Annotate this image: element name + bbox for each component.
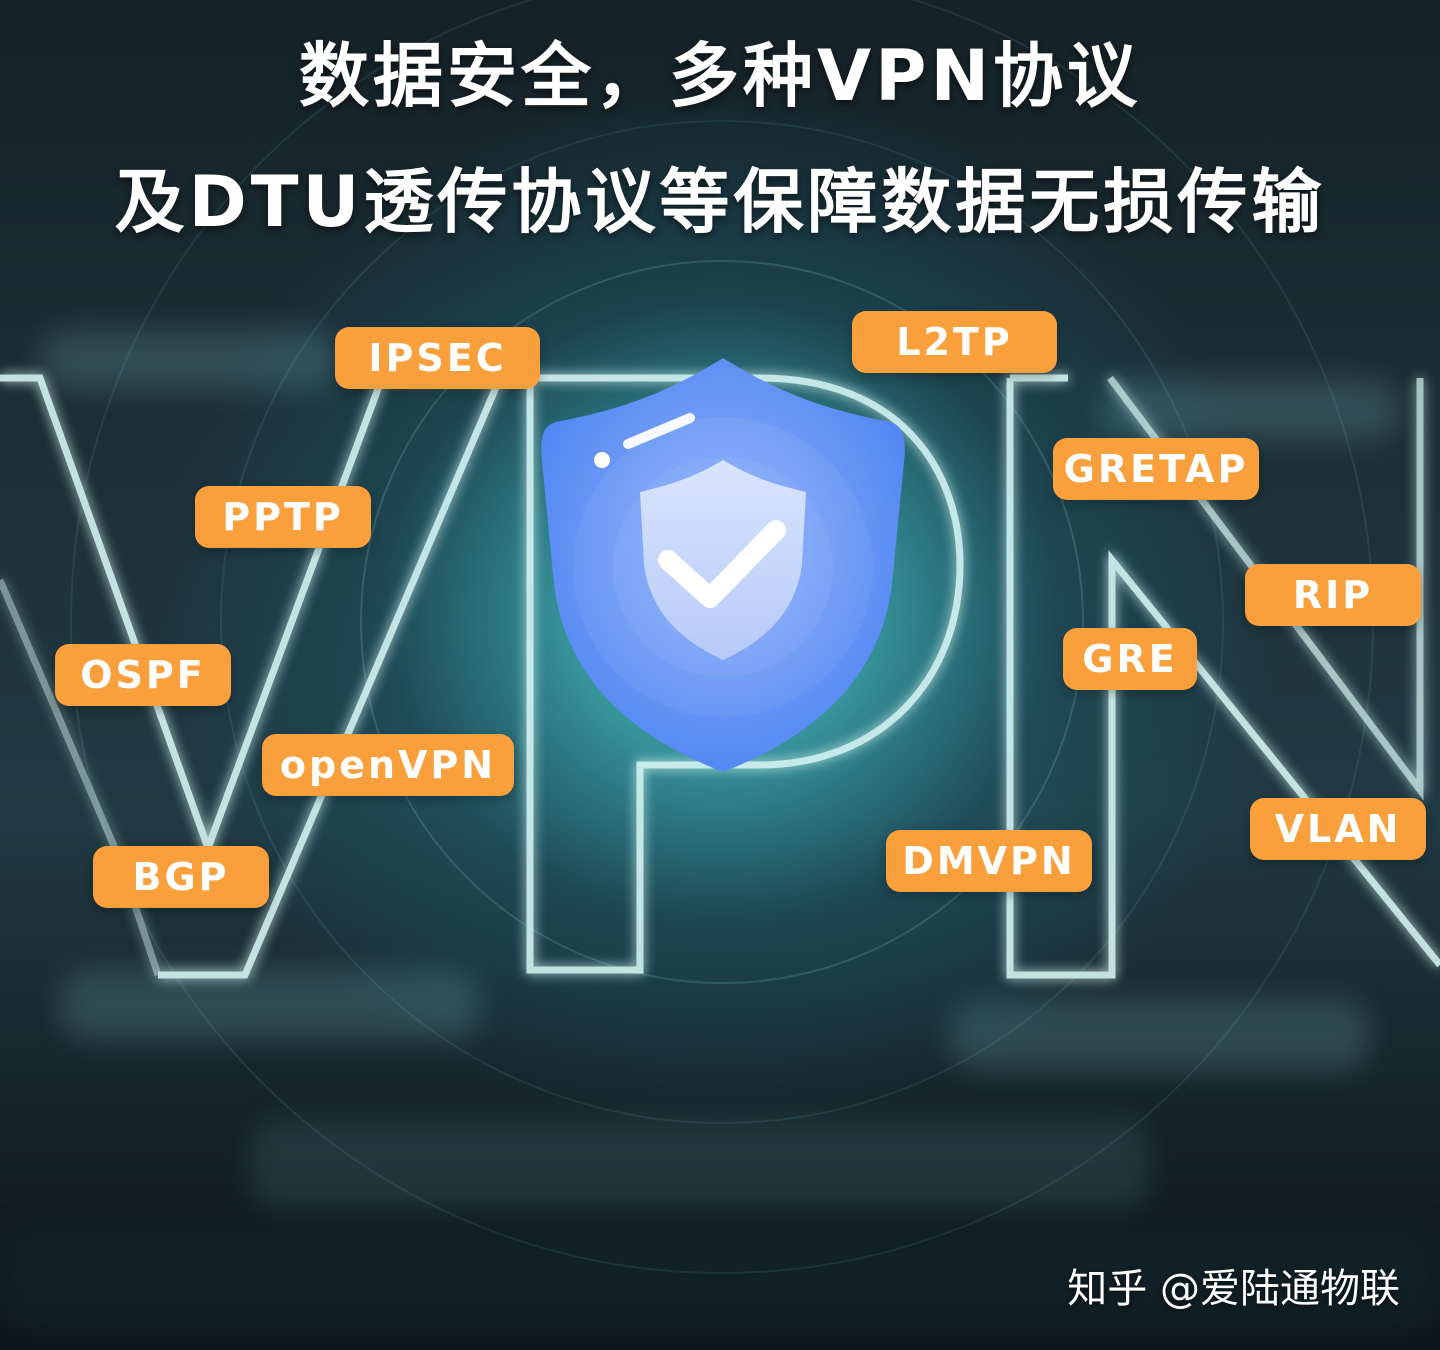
- tag-ipsec: IPSEC: [335, 327, 540, 389]
- background-ring: [70, 0, 1374, 1274]
- headline-line-2: 及DTU透传协议等保障数据无损传输: [114, 161, 1326, 243]
- tag-vlan: VLAN: [1250, 798, 1426, 860]
- tag-gretap: GRETAP: [1053, 438, 1259, 500]
- tag-pptp: PPTP: [195, 486, 371, 548]
- tag-bgp: BGP: [93, 846, 269, 908]
- headline-line-1: 数据安全，多种VPN协议: [298, 35, 1142, 117]
- tag-l2tp: L2TP: [852, 311, 1057, 373]
- tag-gre: GRE: [1063, 628, 1197, 690]
- source-watermark: 知乎 @爱陆通物联: [1067, 1266, 1400, 1312]
- background-ring: [220, 120, 1224, 1124]
- tag-ospf: OSPF: [55, 644, 231, 706]
- shield-check-icon: [540, 352, 906, 778]
- tag-dmvpn: DMVPN: [886, 830, 1092, 892]
- tag-openvpn: openVPN: [262, 734, 514, 796]
- letter-n-outline: [1006, 378, 1440, 979]
- tag-rip: RIP: [1245, 564, 1421, 626]
- letter-p-outline: [526, 374, 964, 974]
- background-ring: [360, 260, 1084, 984]
